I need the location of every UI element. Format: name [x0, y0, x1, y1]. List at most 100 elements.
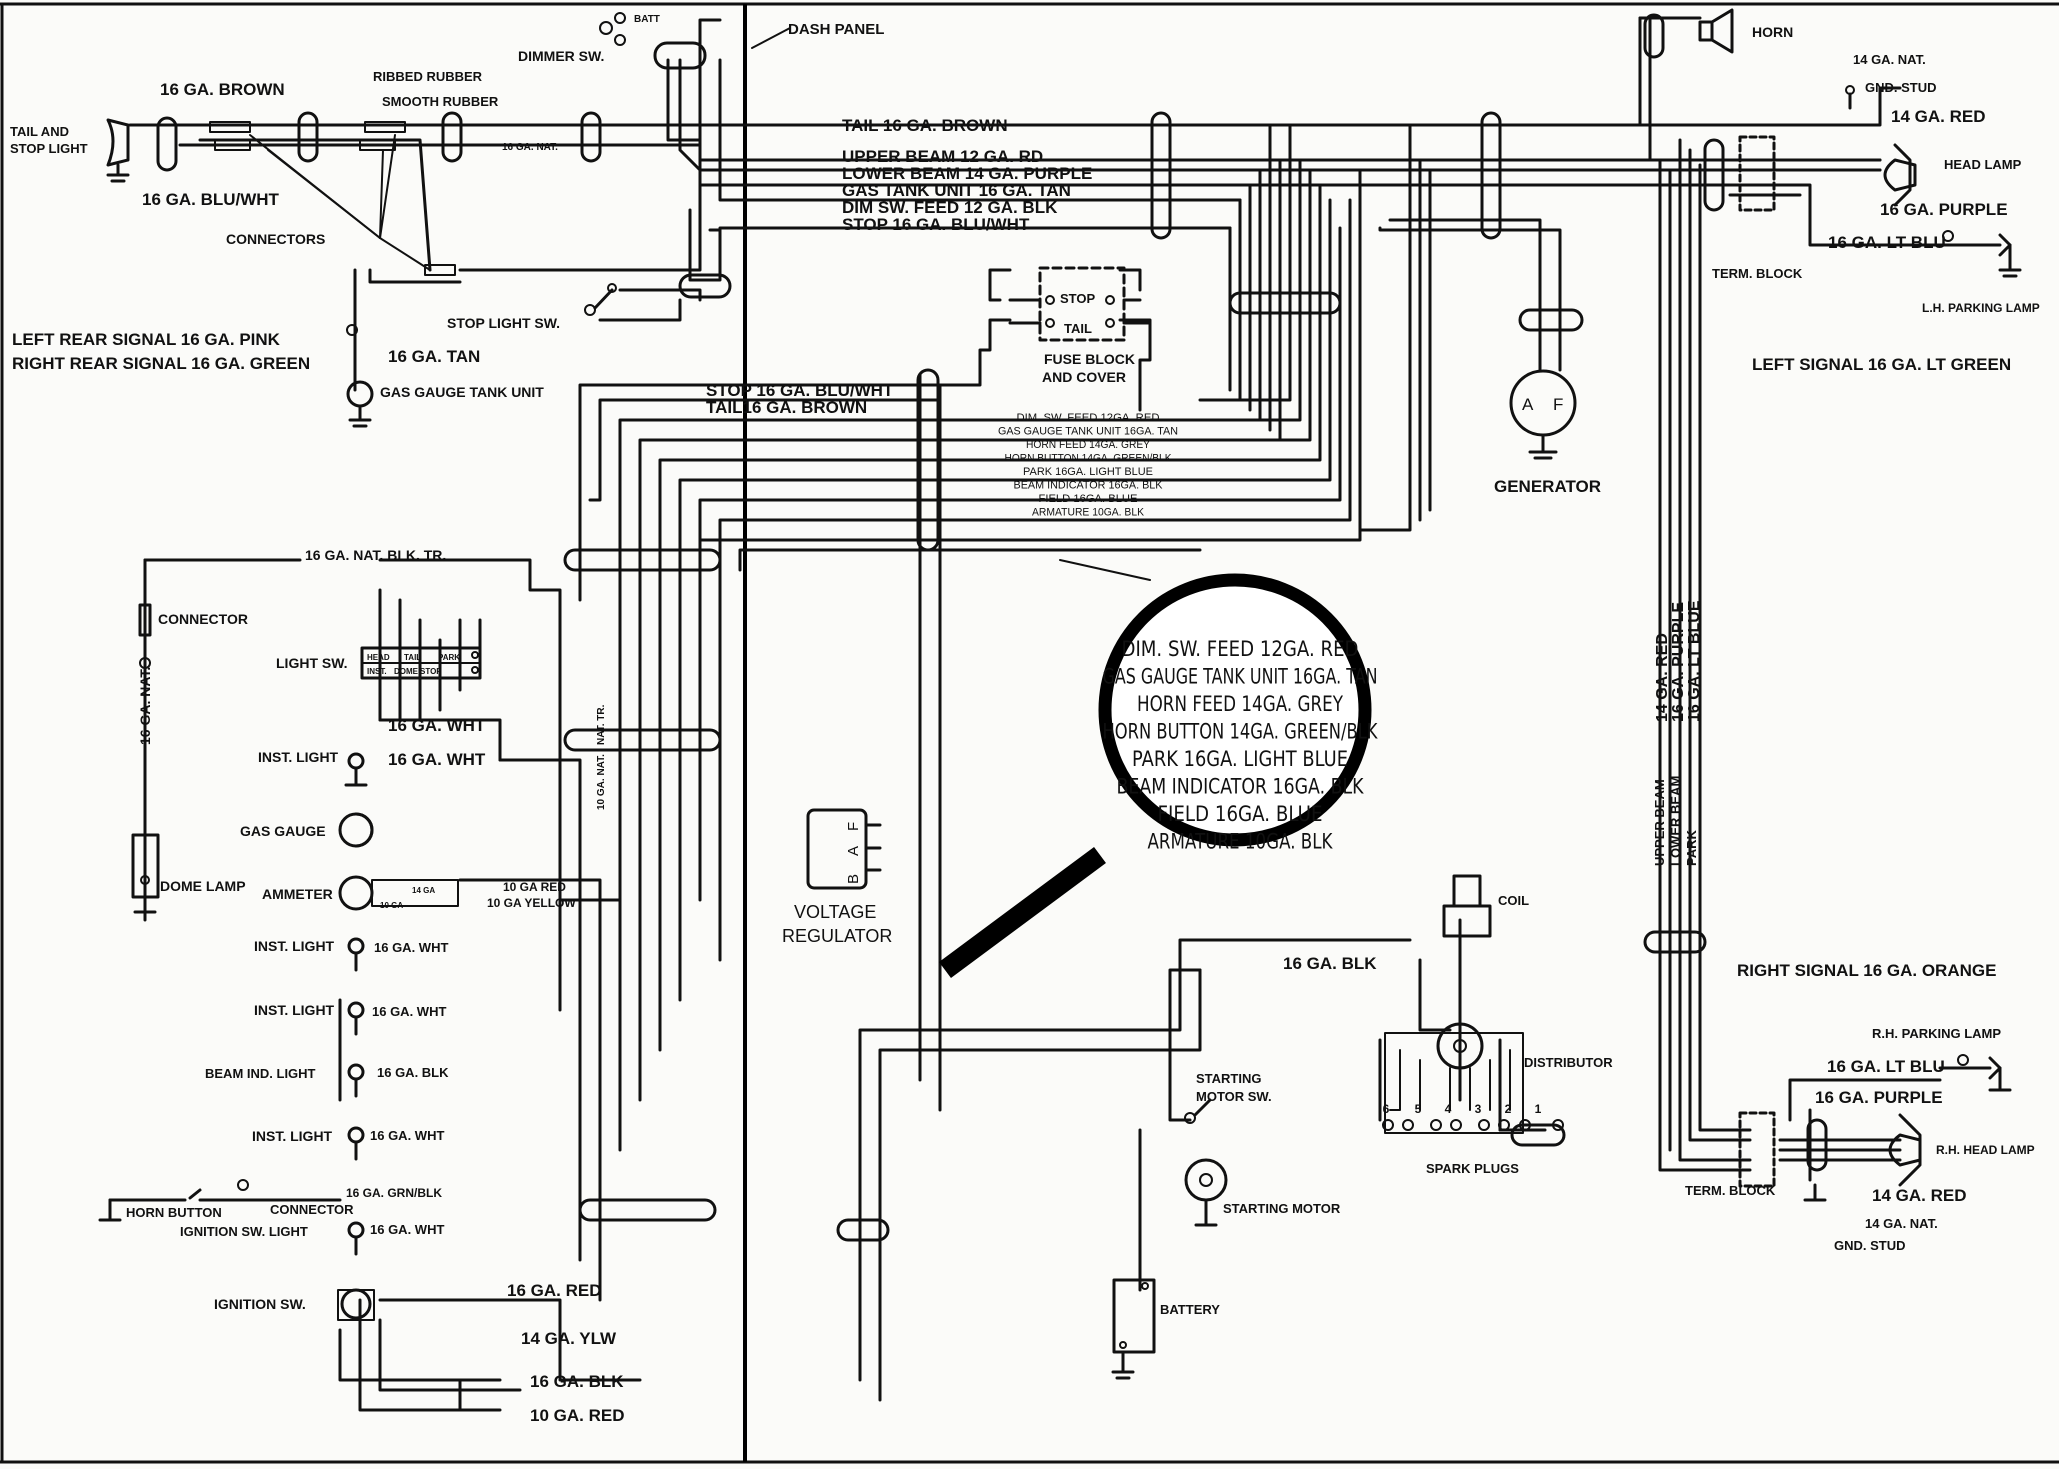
red-10ga-label: 10 GA RED: [503, 880, 566, 894]
smooth-rubber-label: SMOOTH RUBBER: [382, 94, 499, 109]
tail-brown-2-label: TAIL16 GA. BROWN: [706, 398, 867, 417]
beam-ind-light-label: BEAM IND. LIGHT: [205, 1066, 316, 1081]
spark-plugs-icon: [1382, 1119, 1564, 1131]
gas-gauge-label: GAS GAUGE: [240, 823, 326, 839]
rh-head-lamp-icon: [1803, 1113, 1922, 1202]
fuse-wire-label: HORN BUTTON 14GA. GREEN/BLK: [1005, 453, 1173, 465]
nat-tr-label: NAT. TR.: [596, 704, 607, 745]
wht-16-label-4: 16 GA. WHT: [372, 1004, 446, 1019]
labels: DASH PANEL DIMMER SW. BATT HORN TAIL AND…: [10, 14, 2040, 1425]
dome-lamp-label: DOME LAMP: [160, 878, 246, 894]
magnifier-icon: [939, 559, 1372, 979]
rear-harness: [198, 138, 722, 392]
ammeter-icon: [338, 875, 459, 911]
batt-label: BATT: [634, 14, 660, 25]
purple-16-label-rh: 16 GA. PURPLE: [1815, 1088, 1943, 1107]
dash-panel: [743, 4, 791, 1462]
tail-stop-light-icon: [106, 118, 130, 183]
dome-lamp-icon: [131, 603, 160, 914]
gas-gauge-icon: [338, 812, 374, 848]
coil-icon: [1442, 874, 1492, 938]
lt-blu-16-label-rh: 16 GA. LT BLU: [1827, 1057, 1945, 1076]
head-label: HEAD: [367, 653, 390, 662]
spark-plug-number: 6: [1383, 1102, 1390, 1116]
dimmer-sw-label: DIMMER SW.: [518, 48, 604, 64]
red-14-label-rh: 14 GA. RED: [1872, 1186, 1966, 1205]
magnifier-line: HORN FEED 14GA. GREY: [1137, 692, 1343, 716]
stop-bluwht-2-label: STOP 16 GA. BLU/WHT: [706, 381, 894, 400]
gen-f-label: F: [1553, 395, 1563, 414]
inst-light-label-1: INST. LIGHT: [258, 749, 339, 765]
horn-icon: [1698, 8, 1734, 54]
spark-plug-number: 4: [1445, 1102, 1452, 1116]
term-block-label: TERM. BLOCK: [1712, 266, 1803, 281]
battery-icon: [1111, 1278, 1156, 1380]
stop-bluwht-label: STOP 16 GA. BLU/WHT: [842, 215, 1030, 234]
nat-14-label-rh: 14 GA. NAT.: [1865, 1216, 1938, 1231]
front-harness: [128, 16, 1882, 542]
fuse-wire-label: BEAM INDICATOR 16GA. BLK: [1014, 480, 1164, 492]
ga14-label: 14 GA: [412, 886, 435, 895]
park-sw-label: PARK: [438, 653, 460, 662]
vr-b-label: B: [845, 874, 862, 884]
upper-beam-v-label: UPPER BEAM: [1652, 779, 1667, 866]
ribbed-rubber-label: RIBBED RUBBER: [373, 69, 483, 84]
voltage-regulator-icon: [806, 808, 882, 890]
distributor-label: DISTRIBUTOR: [1524, 1055, 1613, 1070]
connectors-label: CONNECTORS: [226, 231, 325, 247]
ylw-14-label: 14 GA. YLW: [521, 1329, 617, 1348]
fuse-block-label-1: FUSE BLOCK: [1044, 351, 1135, 367]
inst-light-icons: [344, 752, 368, 1256]
horn-button-icon: [98, 1179, 342, 1222]
nat-16-label: 16 GA. NAT.: [502, 142, 558, 153]
magnifier-line: BEAM INDICATOR 16GA. BLK: [1117, 775, 1365, 799]
fuse-block-label-2: AND COVER: [1042, 369, 1126, 385]
lower-beam-v-label: LOWER BEAM: [1668, 776, 1683, 866]
fuse-wire-label: HORN FEED 14GA. GREY: [1026, 439, 1151, 451]
lower-beam-label: LOWER BEAM 14 GA. PURPLE: [842, 164, 1092, 183]
rh-term-block-icon: [1738, 1111, 1776, 1188]
lh-head-lamp-icon: [1845, 85, 1917, 207]
red-14-v-label: 14 GA. RED: [1654, 633, 1671, 722]
inst-light-label-2: INST. LIGHT: [254, 938, 335, 954]
stop-light-sw-label: STOP LIGHT SW.: [447, 315, 560, 331]
lt-blu-16-label: 16 GA. LT BLU: [1828, 233, 1946, 252]
spark-plug-number: 2: [1505, 1102, 1512, 1116]
generator-icon: [1509, 369, 1577, 460]
light-switch-icon: [360, 646, 482, 680]
head-lamp-label: HEAD LAMP: [1944, 157, 2022, 172]
starting-motor-label: STARTING MOTOR: [1223, 1201, 1341, 1216]
left-rear-signal-label: LEFT REAR SIGNAL 16 GA. PINK: [12, 330, 281, 349]
fuse-block-wires: [578, 268, 1202, 1152]
engine-wires: [858, 918, 1547, 1402]
rear-connectors: [209, 121, 456, 276]
lh-parking-lamp-label: L.H. PARKING LAMP: [1922, 301, 2040, 315]
tail-stop-light-label-1: TAIL AND: [10, 124, 69, 139]
gnd-stud-label-rh: GND. STUD: [1834, 1238, 1906, 1253]
starting-motor-icon: [1184, 1098, 1228, 1227]
stop-sw-label: STOP: [420, 667, 442, 676]
spark-plug-number: 1: [1535, 1102, 1542, 1116]
fuse-wire-label: FIELD 16GA. BLUE: [1039, 493, 1138, 505]
voltage-label-2: REGULATOR: [782, 926, 892, 946]
nat-14-label: 14 GA. NAT.: [1853, 52, 1926, 67]
term-block-label-rh: TERM. BLOCK: [1685, 1183, 1776, 1198]
gen-a-label: A: [1522, 395, 1534, 414]
rh-parking-lamp-label: R.H. PARKING LAMP: [1872, 1026, 2001, 1041]
magnifier-line: DIM. SW. FEED 12GA. RED: [1122, 637, 1359, 661]
left-signal-label: LEFT SIGNAL 16 GA. LT GREEN: [1752, 355, 2011, 374]
yellow-10ga-label: 10 GA YELLOW: [487, 896, 576, 910]
lh-parking-lamp-icon: [1942, 230, 2022, 278]
nat-16-vertical-label: 16 GA. NAT.: [137, 667, 153, 745]
blk-16-label-2: 16 GA. BLK: [530, 1372, 624, 1391]
right-rear-signal-label: RIGHT REAR SIGNAL 16 GA. GREEN: [12, 354, 310, 373]
tail-brown-label: TAIL 16 GA. BROWN: [842, 116, 1008, 135]
ignition-sw-light-label: IGNITION SW. LIGHT: [180, 1224, 308, 1239]
magnifier-line: HORN BUTTON 14GA. GREEN/BLK: [1103, 720, 1379, 744]
